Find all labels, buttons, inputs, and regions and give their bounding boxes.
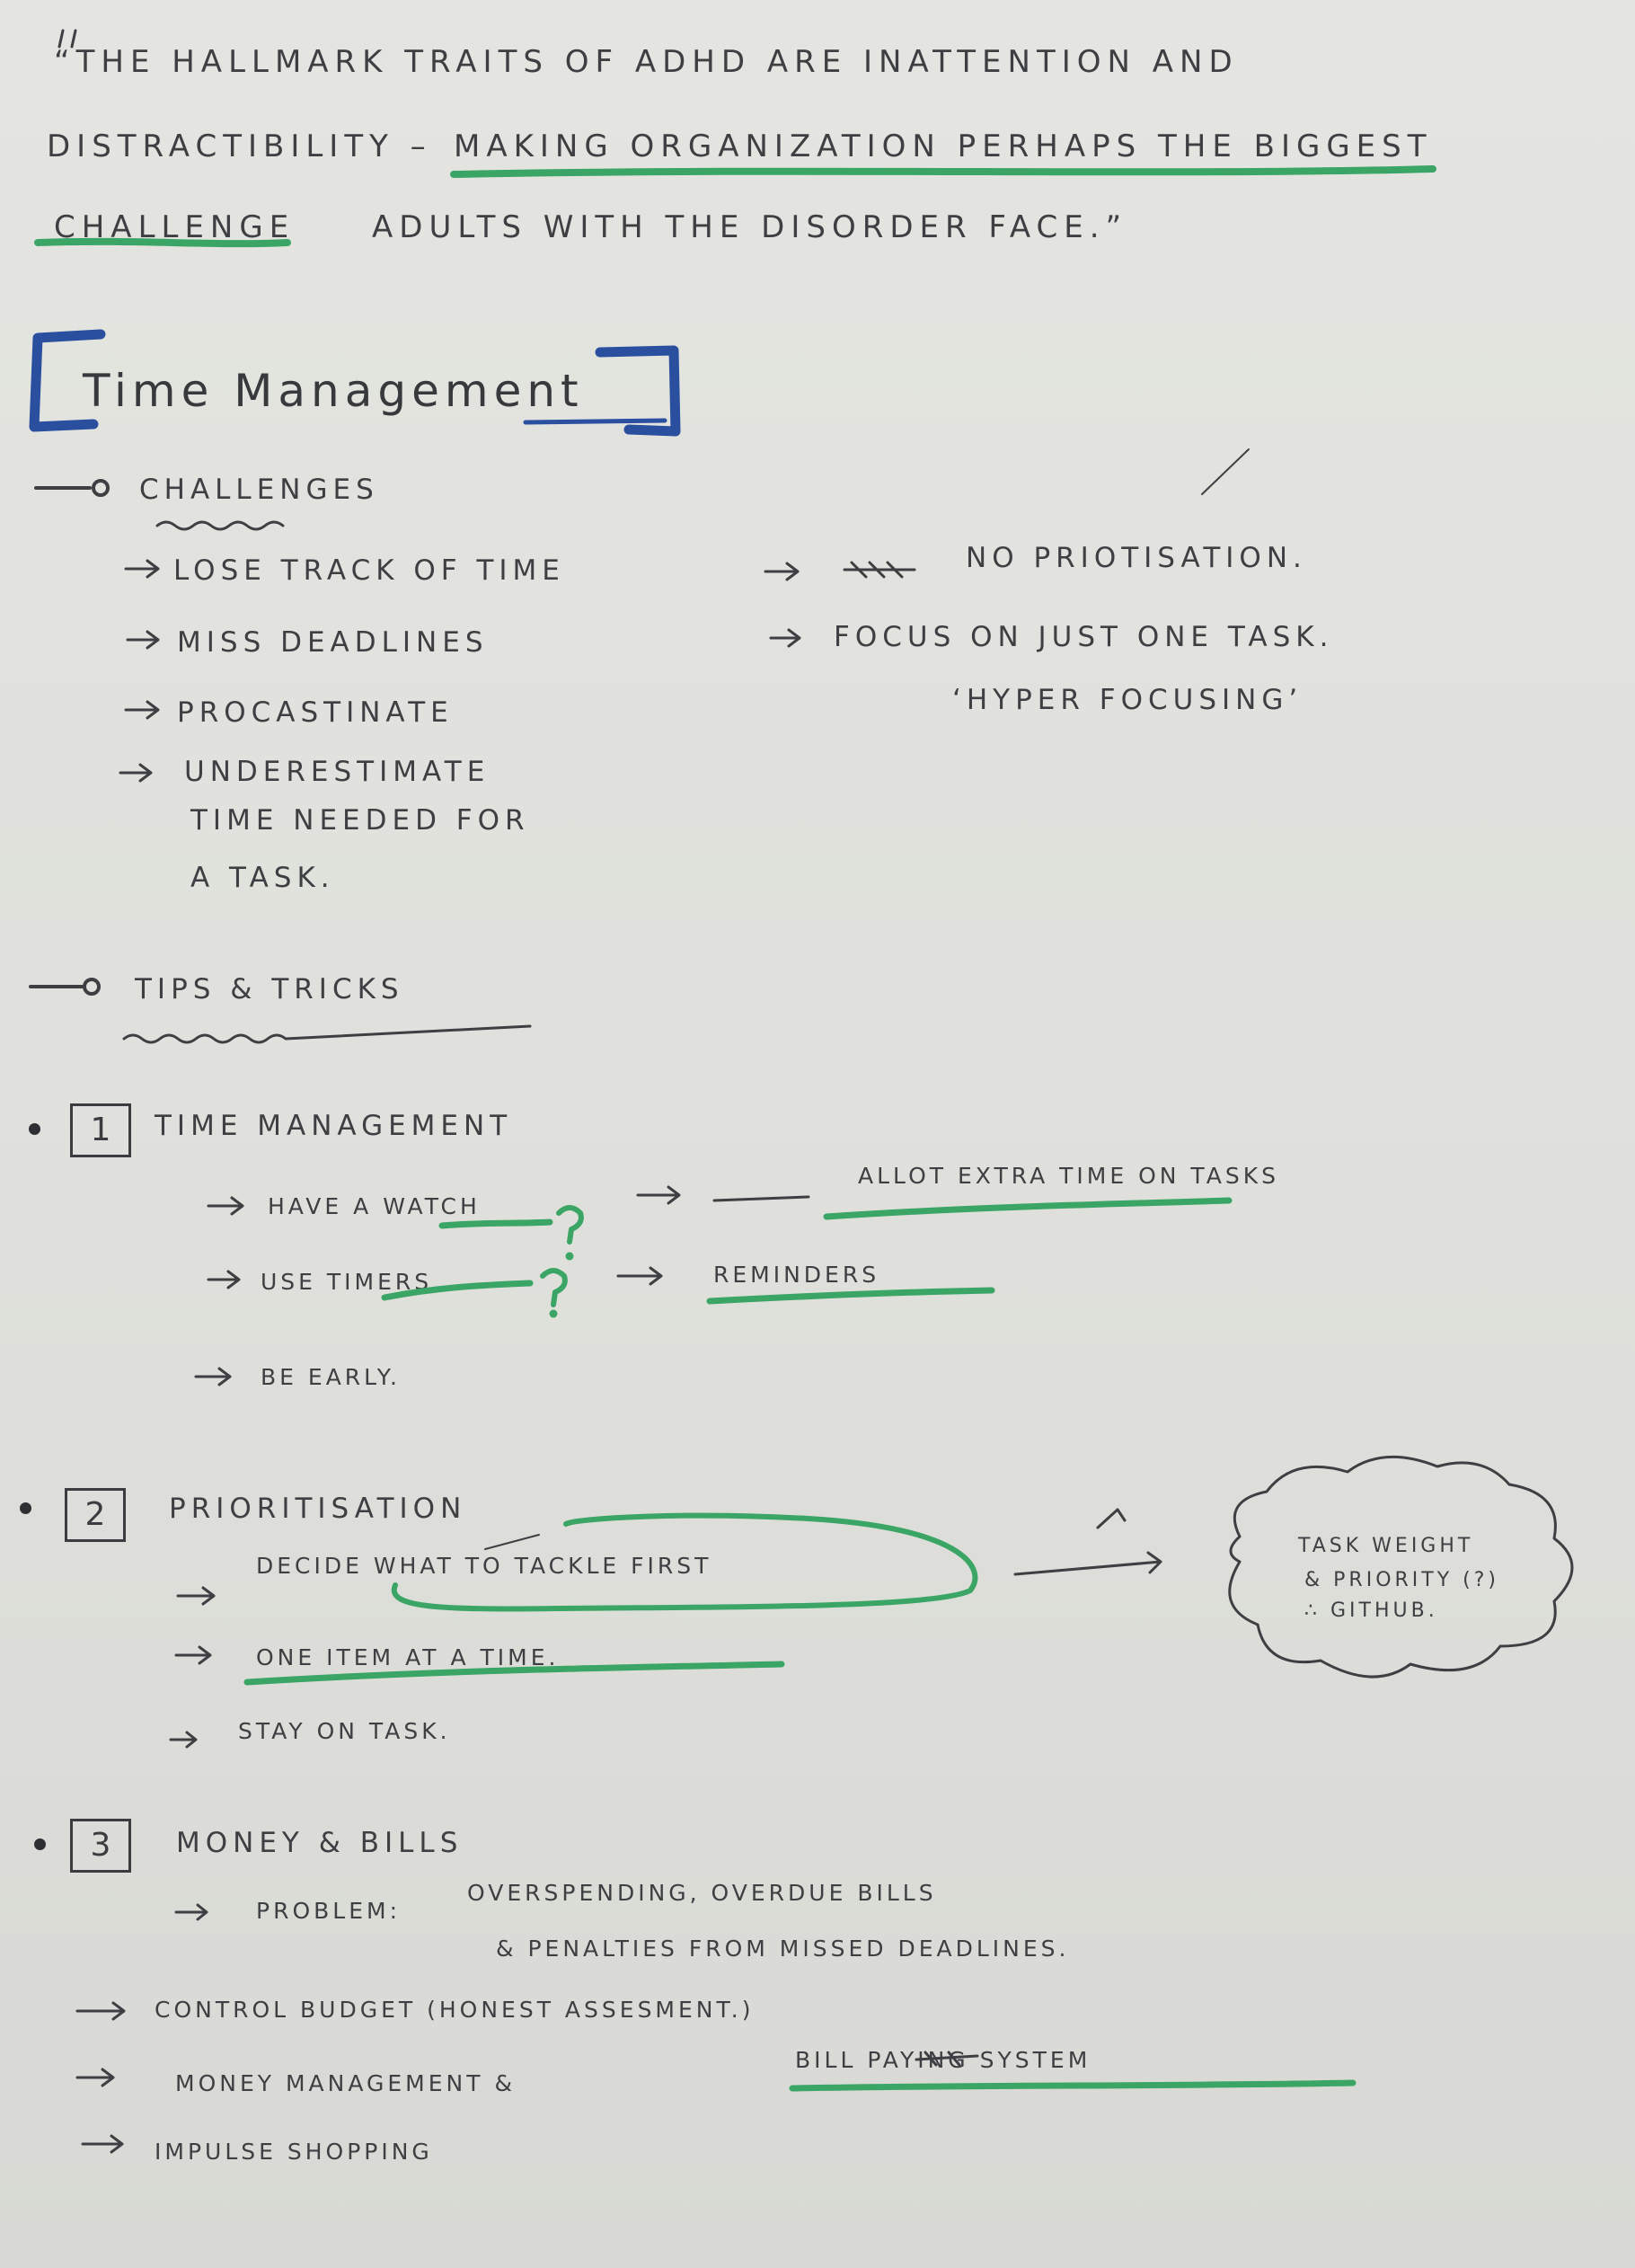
challenge-item-right: ‘HYPER FOCUSING’ xyxy=(952,684,1304,716)
money-item: MONEY MANAGEMENT & xyxy=(175,2070,516,2096)
problem-label: PROBLEM: xyxy=(256,1898,401,1924)
arrow-icon xyxy=(124,559,160,579)
challenge-item-right: FOCUS ON JUST ONE TASK. xyxy=(834,621,1334,653)
arrow-icon xyxy=(75,2068,115,2087)
tip-item: DECIDE WHAT TO TACKLE FIRST xyxy=(256,1553,712,1579)
arrow-icon xyxy=(174,1645,212,1665)
arrow-icon xyxy=(169,1731,198,1749)
cloud-note-line: & PRIORITY (?) xyxy=(1304,1569,1499,1591)
heading-pointer-dot xyxy=(83,978,101,996)
green-underline xyxy=(438,1218,553,1229)
arrow-icon xyxy=(124,700,160,720)
quote-line-3a: CHALLENGE xyxy=(54,209,296,245)
arrow-icon xyxy=(769,628,801,648)
arrow-icon xyxy=(636,1185,681,1205)
money-item: IMPULSE SHOPPING xyxy=(155,2139,433,2165)
quote-line-3b: ADULTS WITH THE DISORDER FACE.” xyxy=(372,209,1128,245)
tip-item: STAY ON TASK. xyxy=(238,1718,451,1744)
money-item: BILL PAYING SYSTEM xyxy=(795,2047,1091,2073)
quote-line-1: “THE HALLMARK TRAITS OF ADHD ARE INATTEN… xyxy=(54,44,1239,80)
problem-text: OVERSPENDING, OVERDUE BILLS xyxy=(467,1880,937,1906)
arrow-icon xyxy=(75,2001,126,2021)
arrow-icon xyxy=(176,1586,216,1606)
wavy-underline xyxy=(122,1024,532,1044)
section-number-2: 2 xyxy=(65,1488,126,1542)
section-1-title: TIME MANAGEMENT xyxy=(155,1110,513,1142)
challenge-item-right: NO PRIOTISATION. xyxy=(966,542,1307,574)
heading-pointer-dot xyxy=(92,479,110,497)
problem-text: & PENALTIES FROM MISSED DEADLINES. xyxy=(496,1936,1070,1962)
arrow-icon xyxy=(174,1903,208,1921)
arrow-icon xyxy=(119,763,153,783)
arrow-icon xyxy=(126,630,160,650)
arrow-icon xyxy=(194,1367,232,1386)
bullet-dot xyxy=(29,1123,40,1135)
challenge-item: LOSE TRACK OF TIME xyxy=(173,554,565,587)
crossed-out-word xyxy=(712,1195,810,1202)
tips-heading: TIPS & TRICKS xyxy=(135,973,404,1006)
tip-item: ONE ITEM AT A TIME. xyxy=(256,1644,560,1670)
quote-line-2a: DISTRACTIBILITY – xyxy=(47,128,432,164)
title-underline xyxy=(523,418,667,425)
challenge-item: TIME NEEDED FOR xyxy=(190,804,530,837)
challenge-item: UNDERESTIMATE xyxy=(184,756,490,788)
pen-stroke xyxy=(1201,448,1250,495)
challenges-heading: CHALLENGES xyxy=(139,474,379,506)
challenge-item: MISS DEADLINES xyxy=(177,626,489,659)
section-number-1: 1 xyxy=(70,1103,131,1157)
green-underline xyxy=(789,2079,1357,2092)
tip-item: BE EARLY. xyxy=(261,1364,401,1390)
green-underline xyxy=(823,1197,1233,1220)
quote-line-2b: MAKING ORGANIZATION PERHAPS THE BIGGEST xyxy=(454,128,1433,164)
tip-side-item: ALLOT EXTRA TIME ON TASKS xyxy=(858,1163,1279,1189)
arrow-icon xyxy=(207,1196,244,1216)
arrow-icon xyxy=(764,562,800,581)
arrow-icon xyxy=(207,1270,241,1289)
section-number-3: 3 xyxy=(70,1819,131,1873)
arrow-icon xyxy=(81,2134,124,2154)
thought-cloud xyxy=(1228,1455,1574,1679)
bullet-dot xyxy=(20,1502,31,1514)
section-3-title: MONEY & BILLS xyxy=(176,1827,464,1859)
question-mark-icon xyxy=(556,1205,584,1245)
tip-item: HAVE A WATCH xyxy=(268,1193,481,1219)
tip-side-item: REMINDERS xyxy=(713,1262,880,1288)
money-item: CONTROL BUDGET (HONEST ASSESMENT.) xyxy=(155,1997,755,2023)
crossed-out-word xyxy=(843,561,916,579)
arrow-icon xyxy=(1096,1508,1127,1529)
challenge-item: PROCASTINATE xyxy=(177,696,454,729)
green-underline xyxy=(450,165,1436,178)
arrow-icon xyxy=(1013,1551,1162,1576)
blue-bracket-right xyxy=(595,345,681,437)
section-2-title: PRIORITISATION xyxy=(169,1493,467,1525)
cloud-note-line: ∴ GITHUB. xyxy=(1304,1599,1438,1622)
arrow-icon xyxy=(616,1266,663,1286)
question-mark-dot xyxy=(565,1252,574,1261)
pen-stroke xyxy=(484,1534,540,1550)
wavy-underline xyxy=(155,520,285,531)
green-underline xyxy=(706,1287,995,1305)
section-title: Time Management xyxy=(83,365,584,417)
bullet-dot xyxy=(34,1838,46,1850)
tip-item: USE TIMERS xyxy=(261,1269,433,1295)
question-mark-dot xyxy=(549,1309,558,1318)
question-mark-icon xyxy=(540,1268,568,1307)
cloud-note-line: TASK WEIGHT xyxy=(1298,1535,1474,1557)
challenge-item: A TASK. xyxy=(190,862,335,894)
